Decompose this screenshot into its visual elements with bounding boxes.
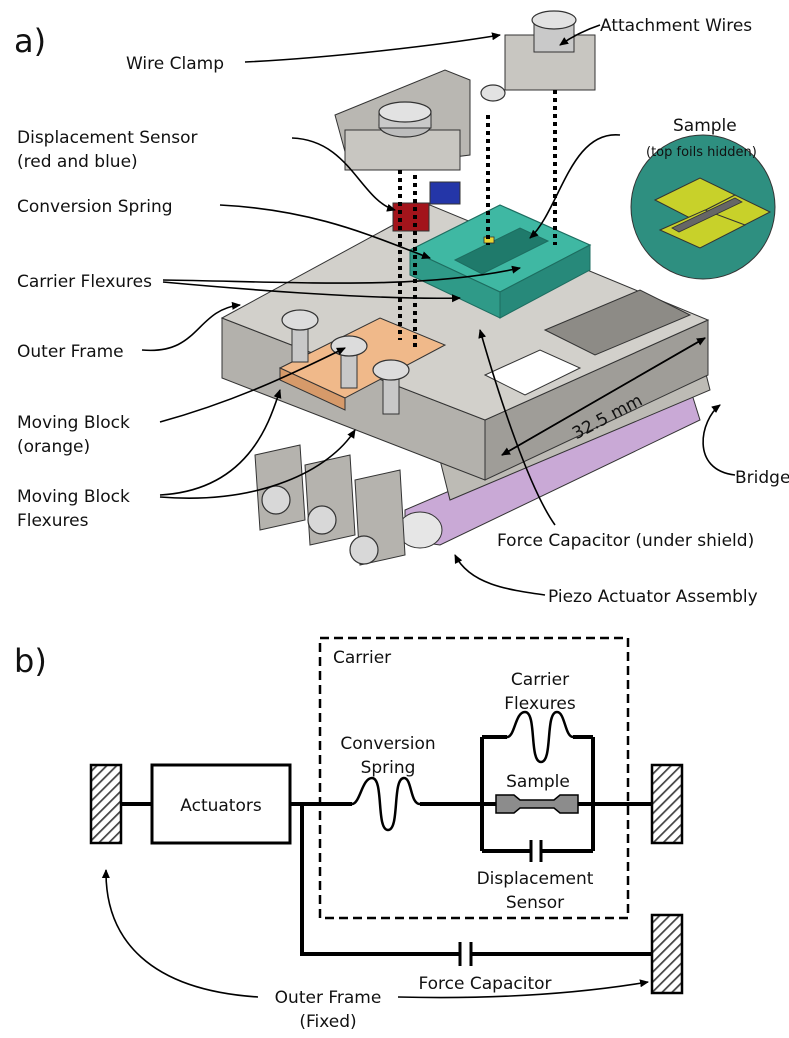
leader-outer-frame-right <box>397 979 649 999</box>
actuators-box[interactable] <box>150 763 292 845</box>
leader-outer-frame-left <box>101 869 259 998</box>
label-moving-block-note: (orange) <box>17 437 90 457</box>
leader-piezo <box>454 554 546 596</box>
label-carrier: Carrier <box>333 648 391 668</box>
frame-window-2 <box>483 349 582 396</box>
frame-screw-1 <box>281 309 319 363</box>
label-moving-block-flexures-2: Flexures <box>17 511 89 531</box>
leaders-a <box>141 24 736 596</box>
label-displacement-sensor: Displacement Sensor <box>17 128 198 148</box>
label-outer-frame: Outer Frame <box>17 342 124 362</box>
leader-sample <box>529 134 621 239</box>
carrier-dashed-box <box>318 636 630 920</box>
conversion-spring-coil <box>351 776 421 832</box>
label-actuators: Actuators <box>180 796 262 816</box>
label-wire-clamp: Wire Clamp <box>126 54 224 74</box>
piezo-screw-3 <box>349 535 379 565</box>
label-outer-frame-2: (Fixed) <box>299 1012 356 1032</box>
piezo-screw-2 <box>307 505 337 535</box>
leader-carrier-flexures-b <box>162 281 461 303</box>
label-piezo: Piezo Actuator Assembly <box>548 587 758 607</box>
carrier-right <box>499 244 591 319</box>
label-sample: Sample <box>673 116 737 136</box>
sensor-blue <box>429 181 461 205</box>
frame-window <box>543 289 692 356</box>
leader-force-capacitor <box>478 329 556 526</box>
piezo-screw-1 <box>261 485 291 515</box>
ground-right-bottom <box>650 913 684 995</box>
panel-b-tag: b) <box>14 642 47 680</box>
label-sample-note: (top foils hidden) <box>646 145 757 160</box>
leader-moving-block <box>159 347 346 423</box>
leader-flexures-a <box>159 389 282 496</box>
leader-carrier-flexures-a <box>162 265 521 284</box>
label-attachment-wires: Attachment Wires <box>600 16 752 36</box>
label-displacement-sensor-1: Displacement <box>477 869 594 889</box>
panel-a-tag: a) <box>14 22 46 60</box>
leader-outer-frame <box>141 301 241 352</box>
carrier-flexures-coil <box>506 710 574 764</box>
label-conversion-spring-1: Conversion <box>340 734 435 754</box>
frame-screw-3 <box>372 359 410 415</box>
label-carrier-flexures-1: Carrier <box>511 670 569 690</box>
label-force-capacitor: Force Capacitor (under shield) <box>497 531 754 551</box>
device-body <box>220 10 711 566</box>
wire-force-down <box>300 804 459 956</box>
label-carrier-flexures: Carrier Flexures <box>17 272 152 292</box>
dimension-line-reverse <box>501 337 706 456</box>
wire-clamp-screw-top <box>378 101 432 123</box>
leader-attachment-wires <box>559 24 601 46</box>
label-moving-block: Moving Block <box>17 413 130 433</box>
leader-wire-clamp <box>244 32 501 63</box>
carrier-slot <box>453 227 550 275</box>
label-conversion-spring-2: Spring <box>361 758 416 778</box>
label-force-capacitor-b: Force Capacitor <box>418 974 551 994</box>
small-screw <box>480 84 506 102</box>
label-moving-block-flexures-1: Moving Block <box>17 487 130 507</box>
leader-conversion-spring <box>219 204 431 260</box>
ground-right-top <box>650 763 684 845</box>
label-conversion-spring: Conversion Spring <box>17 197 173 217</box>
label-displacement-sensor-note: (red and blue) <box>17 152 138 172</box>
label-outer-frame-1: Outer Frame <box>275 988 382 1008</box>
attachment-clamp-screw-top <box>531 10 577 30</box>
sample-dogbone <box>495 794 579 814</box>
sample-inset <box>630 134 776 280</box>
leader-displacement-sensor <box>291 137 396 212</box>
label-displacement-sensor-2: Sensor <box>506 893 564 913</box>
moving-block-front <box>279 367 346 411</box>
ground-left <box>89 763 123 845</box>
label-carrier-flexures-2: Flexures <box>504 694 576 714</box>
label-sample-b: Sample <box>506 772 570 792</box>
leader-flexures-b <box>159 429 356 499</box>
leader-bridge <box>702 404 736 476</box>
label-bridge: Bridge <box>735 468 789 488</box>
